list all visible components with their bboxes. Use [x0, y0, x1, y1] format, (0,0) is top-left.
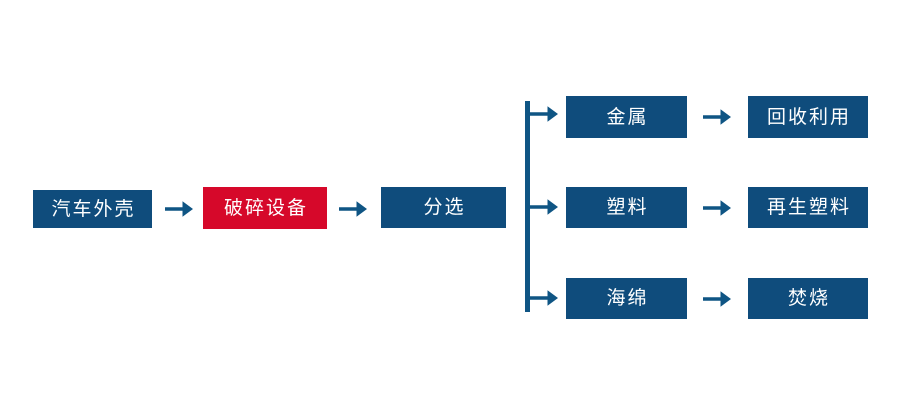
vertical-branch-line [525, 101, 530, 312]
node-recycling-reuse-label: 回收利用 [766, 106, 851, 128]
node-crushing-equipment: 破碎设备 [203, 187, 327, 229]
node-plastic: 塑料 [566, 187, 687, 228]
branch-arrow-right-icon-2 [529, 194, 559, 220]
node-car-shell: 汽车外壳 [33, 190, 152, 228]
node-car-shell-label: 汽车外壳 [51, 198, 136, 220]
node-incineration: 焚烧 [748, 278, 868, 319]
node-regenerated-plastic: 再生塑料 [748, 187, 868, 228]
node-metal-label: 金属 [606, 106, 649, 128]
node-sponge-label: 海绵 [606, 288, 649, 309]
node-plastic-label: 塑料 [606, 197, 649, 218]
node-metal: 金属 [566, 96, 687, 138]
node-sorting: 分选 [381, 187, 506, 228]
arrow-right-icon-1 [164, 196, 194, 222]
node-recycling-reuse: 回收利用 [748, 96, 868, 138]
branch-arrow-right-icon-3 [529, 285, 559, 311]
arrow-right-icon-2 [338, 196, 368, 222]
arrow-right-icon-row3 [702, 286, 732, 312]
node-crushing-equipment-label: 破碎设备 [223, 197, 308, 219]
arrow-right-icon-row1 [702, 104, 732, 130]
arrow-right-icon-row2 [702, 195, 732, 221]
node-sorting-label: 分选 [423, 197, 466, 218]
branch-arrow-right-icon-1 [529, 101, 559, 127]
node-incineration-label: 焚烧 [787, 288, 830, 309]
node-sponge: 海绵 [566, 278, 687, 319]
node-regenerated-plastic-label: 再生塑料 [766, 197, 851, 218]
